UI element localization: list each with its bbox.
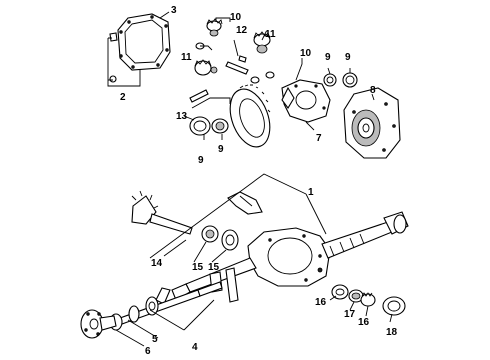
differential-case <box>281 79 331 123</box>
cover-bolt <box>109 32 118 83</box>
axle-bearing <box>109 296 159 331</box>
callout-16-b: 16 <box>358 317 370 328</box>
callout-16-a: 16 <box>315 297 327 308</box>
differential-cover <box>117 13 171 71</box>
callout-13: 13 <box>176 111 188 122</box>
pinion-shaft <box>189 61 249 103</box>
side-bearing-set <box>331 284 406 316</box>
yoke <box>227 191 263 215</box>
axle-housing <box>185 211 409 303</box>
callout-15-b: 15 <box>208 262 220 273</box>
callout-9-d: 9 <box>345 52 351 63</box>
lock-pin <box>238 55 247 63</box>
callout-9-b: 9 <box>218 144 224 155</box>
drive-pinion <box>131 190 193 235</box>
axle-flange <box>80 309 117 339</box>
callout-6: 6 <box>145 346 151 357</box>
callout-17: 17 <box>344 309 356 320</box>
axle-shaft <box>119 281 223 325</box>
side-bearing-cup <box>323 72 358 88</box>
callout-7: 7 <box>316 133 322 144</box>
callout-8: 8 <box>370 85 376 96</box>
callout-14: 14 <box>151 258 163 269</box>
callout-11-a: 11 <box>181 52 192 63</box>
callout-5: 5 <box>152 334 158 345</box>
pinion-gear-left <box>194 59 218 76</box>
differential-assembly <box>343 87 401 159</box>
callout-11-b: 11 <box>265 29 276 40</box>
ring-gear <box>229 84 271 148</box>
callout-9-c: 9 <box>325 52 331 63</box>
callout-1: 1 <box>308 187 314 198</box>
pinion-bearing-cone <box>211 118 229 134</box>
callout-18: 18 <box>386 327 398 338</box>
callout-2: 2 <box>120 92 126 103</box>
side-gear-upper <box>206 18 223 37</box>
pinion-bearings <box>201 225 239 251</box>
callout-labels: 1 2 3 4 5 6 7 8 9 9 9 9 10 10 11 11 12 1… <box>120 5 398 357</box>
pinion-bearing-cup <box>189 116 211 136</box>
callout-9-a: 9 <box>198 155 204 166</box>
callout-10-b: 10 <box>300 48 312 59</box>
callout-12: 12 <box>236 25 248 36</box>
callout-15-a: 15 <box>192 262 204 273</box>
callout-4: 4 <box>192 342 198 353</box>
callout-10-a: 10 <box>230 12 242 23</box>
callout-3: 3 <box>171 5 177 16</box>
leader-lines <box>107 11 393 347</box>
